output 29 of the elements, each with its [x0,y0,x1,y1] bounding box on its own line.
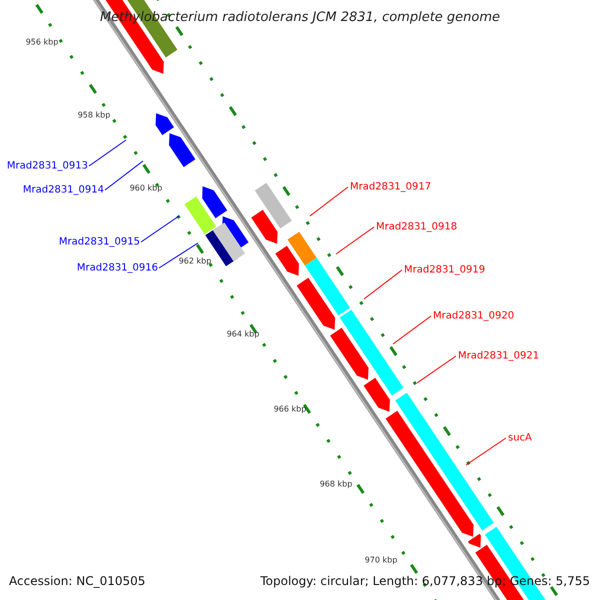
gene-label: sucA [508,432,532,444]
scale-label: 966 kbp [274,404,306,414]
gene-label: Mrad2831_0919 [404,264,486,276]
scale-label: 964 kbp [226,330,260,338]
leader-line [416,356,456,384]
leader-line [392,316,432,344]
footer-text: Accession: NC_010505 [9,574,146,588]
leader-line [88,140,126,166]
scale-label: 962 kbp [178,256,212,266]
gene-label: Mrad2831_0914 [22,184,104,196]
gene-label: Mrad2831_0921 [458,350,540,362]
leader-line [336,226,374,254]
scale-label: 968 kbp [320,480,352,488]
leader-line [140,216,180,242]
leader-line [466,438,506,466]
gene-label: Mrad2831_0915 [58,236,140,248]
leader-line [104,160,144,190]
gene-label: Mrad2831_0918 [376,222,458,232]
leader-line [158,242,198,268]
scale-label: 956 kbp [26,38,58,46]
scale-label: 970 kbp [364,556,398,564]
leader-line [364,270,402,300]
gene-label: Mrad2831_0913 [6,160,88,172]
leader-line [310,186,348,216]
scale-label: 958 kbp [78,110,110,120]
scale-label: 960 kbp [130,184,162,192]
gene-label: Mrad2831_0917 [350,182,432,192]
gene-label: Mrad2831_0916 [76,262,158,274]
gene-label: Mrad2831_0920 [433,310,514,322]
